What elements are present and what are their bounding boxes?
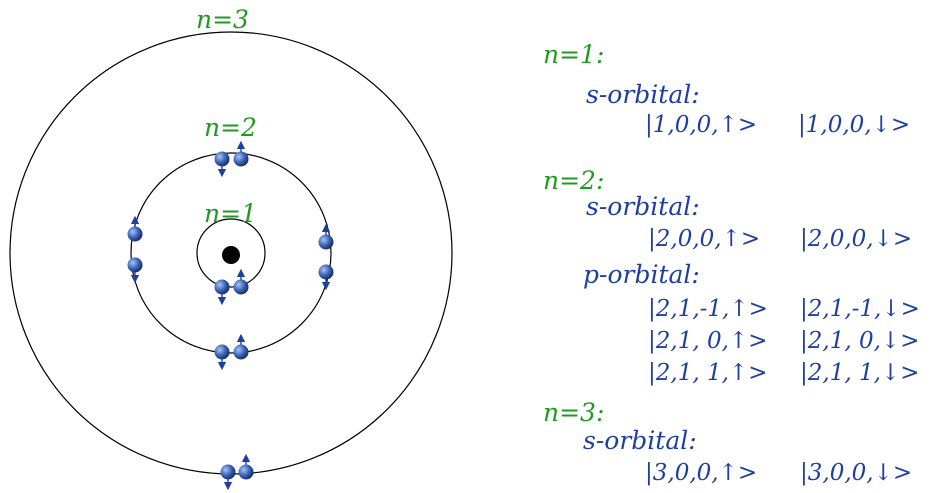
state-ket-spin-down: |2,1,-1,↓> <box>800 298 920 321</box>
shell-header-n2: n=2: <box>543 168 604 193</box>
state-ket-spin-up: |2,1, 1,↑> <box>648 362 767 385</box>
shell-header-n3: n=3: <box>543 400 604 425</box>
orbital-label: s-orbital: <box>586 82 700 107</box>
orbital-label: s-orbital: <box>586 194 700 219</box>
state-ket-spin-up: |2,1, 0,↑> <box>648 330 767 353</box>
state-ket-spin-down: |2,1, 0,↓> <box>800 330 919 353</box>
state-ket-spin-up: |3,0,0,↑> <box>645 462 757 485</box>
state-ket-spin-down: |2,1, 1,↓> <box>800 362 919 385</box>
orbital-label: s-orbital: <box>583 428 697 453</box>
state-ket-spin-up: |2,1,-1,↑> <box>648 298 768 321</box>
state-ket-spin-down: |1,0,0,↓> <box>798 114 910 137</box>
state-ket-spin-down: |3,0,0,↓> <box>800 462 912 485</box>
shell-header-n1: n=1: <box>543 42 604 67</box>
state-ket-spin-down: |2,0,0,↓> <box>800 228 912 251</box>
orbital-label: p-orbital: <box>583 262 700 287</box>
state-ket-spin-up: |2,0,0,↑> <box>648 228 760 251</box>
state-ket-spin-up: |1,0,0,↑> <box>645 114 757 137</box>
